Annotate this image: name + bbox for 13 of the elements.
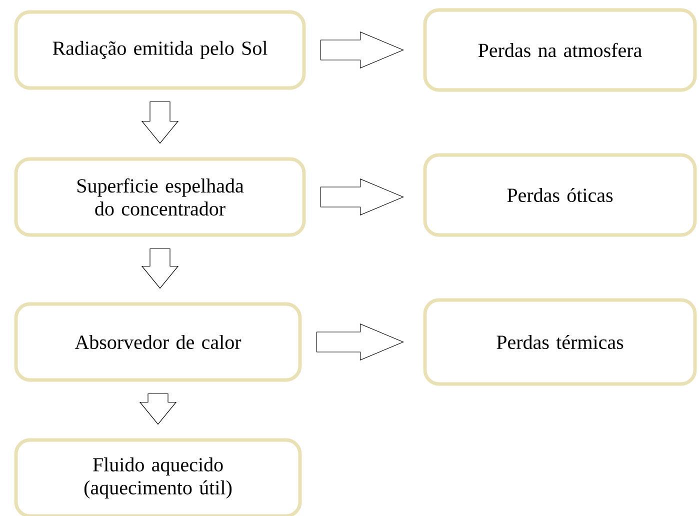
process-box: Superficie espelhada do concentrador [14, 157, 306, 237]
process-box: Perdas óticas [423, 153, 697, 237]
process-box: Absorvedor de calor [14, 302, 302, 382]
block-arrow [316, 324, 404, 360]
process-box: Radiação emitida pelo Sol [14, 10, 306, 90]
process-box: Fluido aquecido (aquecimento útil) [14, 438, 302, 516]
block-arrow [320, 32, 404, 68]
block-arrow [139, 393, 177, 425]
block-arrow [141, 101, 179, 144]
process-box: Perdas na atmosfera [423, 8, 697, 92]
block-arrow [320, 178, 404, 216]
block-arrow [141, 248, 179, 289]
process-box: Perdas térmicas [423, 298, 697, 386]
